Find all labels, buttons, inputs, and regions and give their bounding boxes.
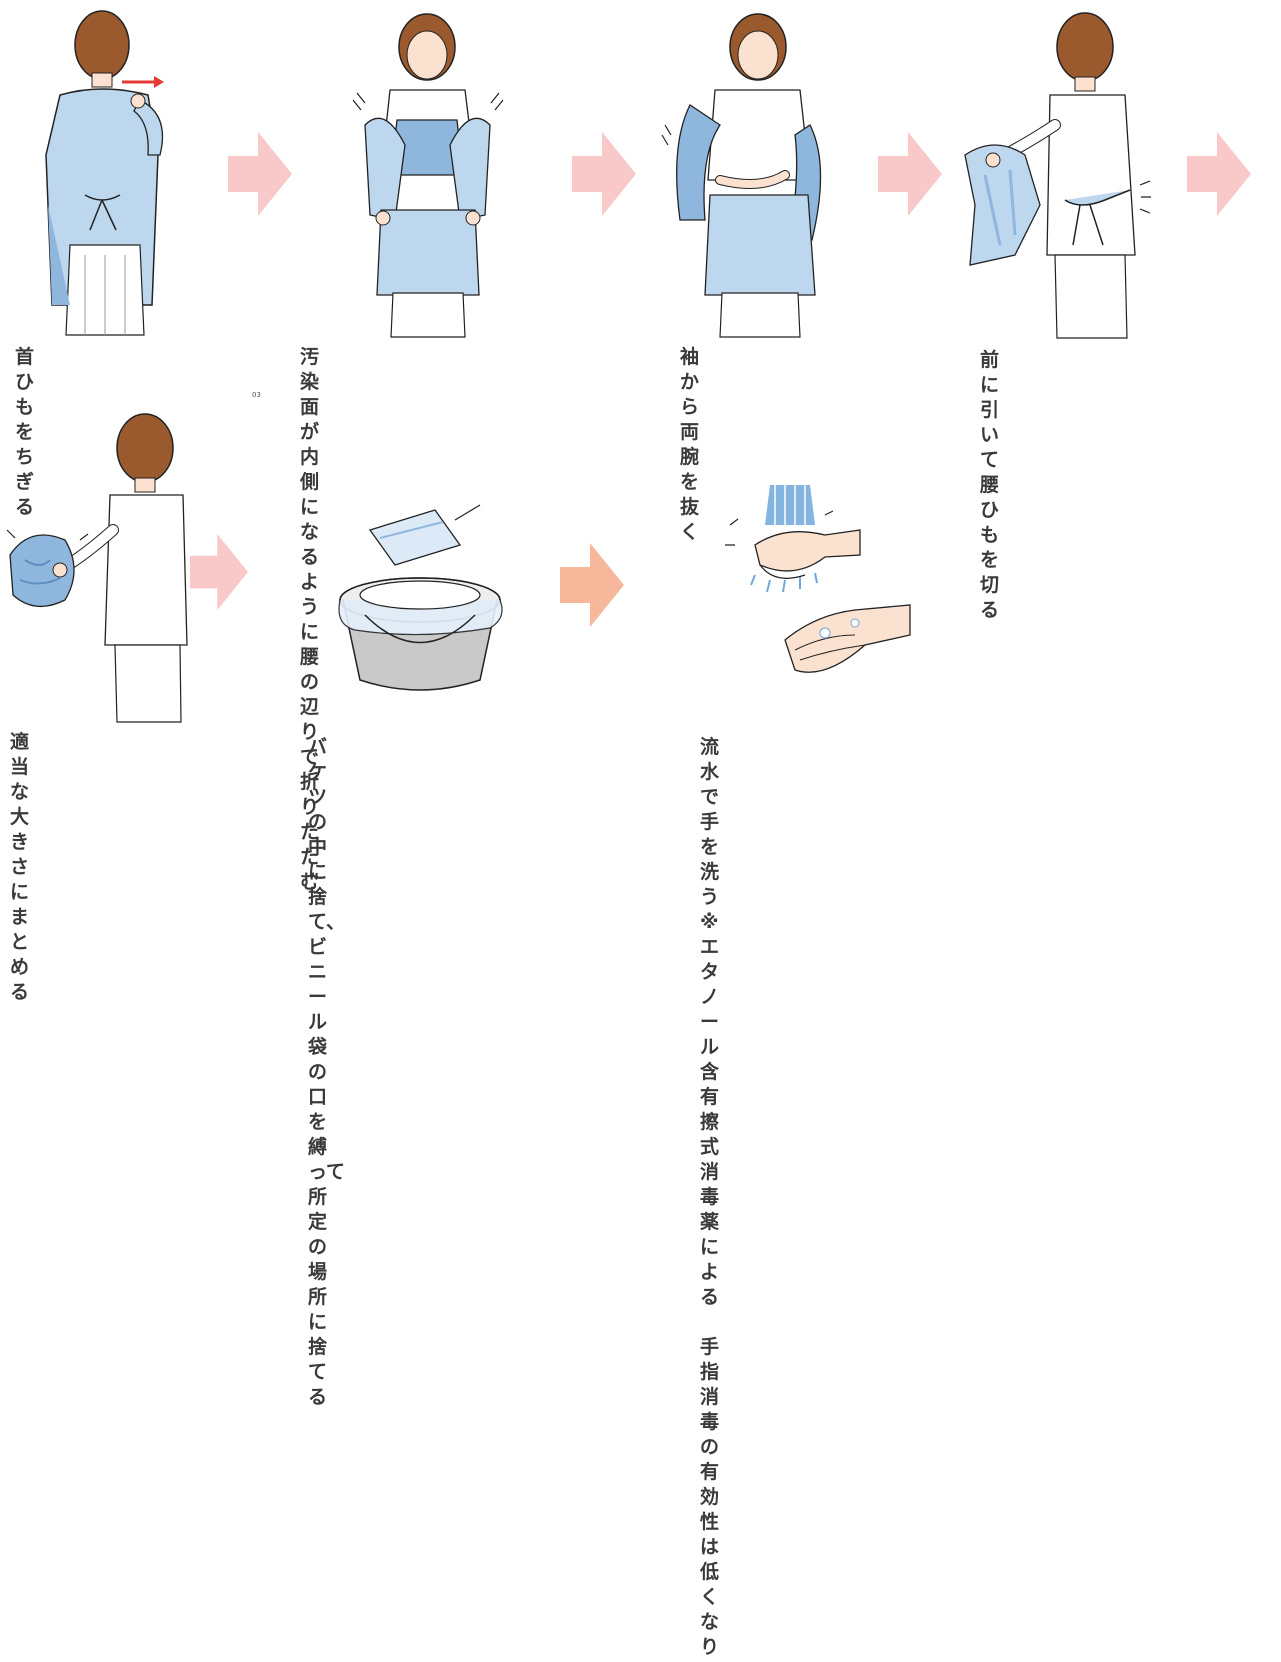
step-6-illustration: [338, 504, 503, 691]
step-3-caption: 袖から両腕を抜く: [680, 346, 700, 543]
step-5-caption: 適当な大きさにまとめる: [10, 731, 30, 1003]
arrow-right-icon: [878, 132, 942, 216]
page-mark: 03: [252, 391, 261, 399]
step-1-illustration: [45, 10, 164, 336]
step-3-illustration: [661, 13, 822, 338]
arrow-right-icon: [560, 543, 624, 627]
step-4-caption: 前に引いて腰ひもを切る: [980, 349, 1000, 621]
step-1-caption: 首ひもをちぎる: [15, 346, 35, 518]
arrow-right-icon: [1187, 132, 1251, 216]
step-4-illustration: [964, 12, 1151, 339]
step-7-caption: 流水で手を洗う ※エタノール含有擦式消毒薬による 手指消毒の有効性は低くなります: [700, 736, 720, 1662]
step-5-illustration: [6, 413, 188, 723]
arrow-right-icon: [228, 132, 292, 216]
arrow-right-icon: [190, 533, 248, 611]
arrow-right-icon: [572, 132, 636, 216]
step-7-illustration: [725, 485, 911, 673]
step-6-caption: バケツの中に捨て、 ビニール袋の口を縛って 所定の場所に捨てる: [308, 736, 346, 1408]
step-2-illustration: [352, 13, 504, 338]
